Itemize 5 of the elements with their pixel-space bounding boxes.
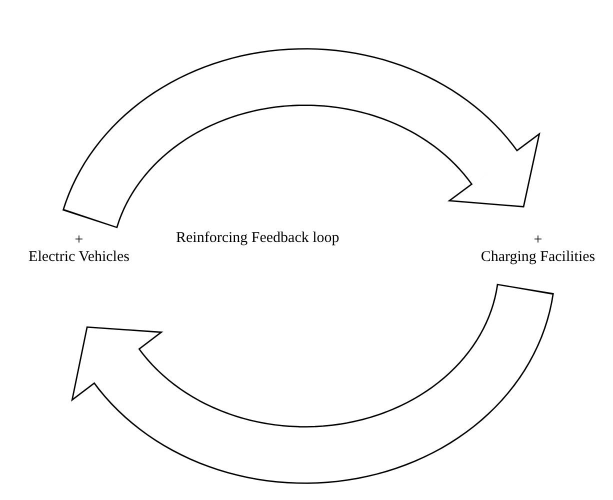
node-label: Electric Vehicles [28, 249, 130, 266]
polarity-sign: + [74, 232, 84, 249]
loop-label: Reinforcing Feedback loop [176, 230, 340, 247]
node-label: Charging Facilities [480, 249, 596, 266]
polarity-sign: + [532, 232, 544, 249]
